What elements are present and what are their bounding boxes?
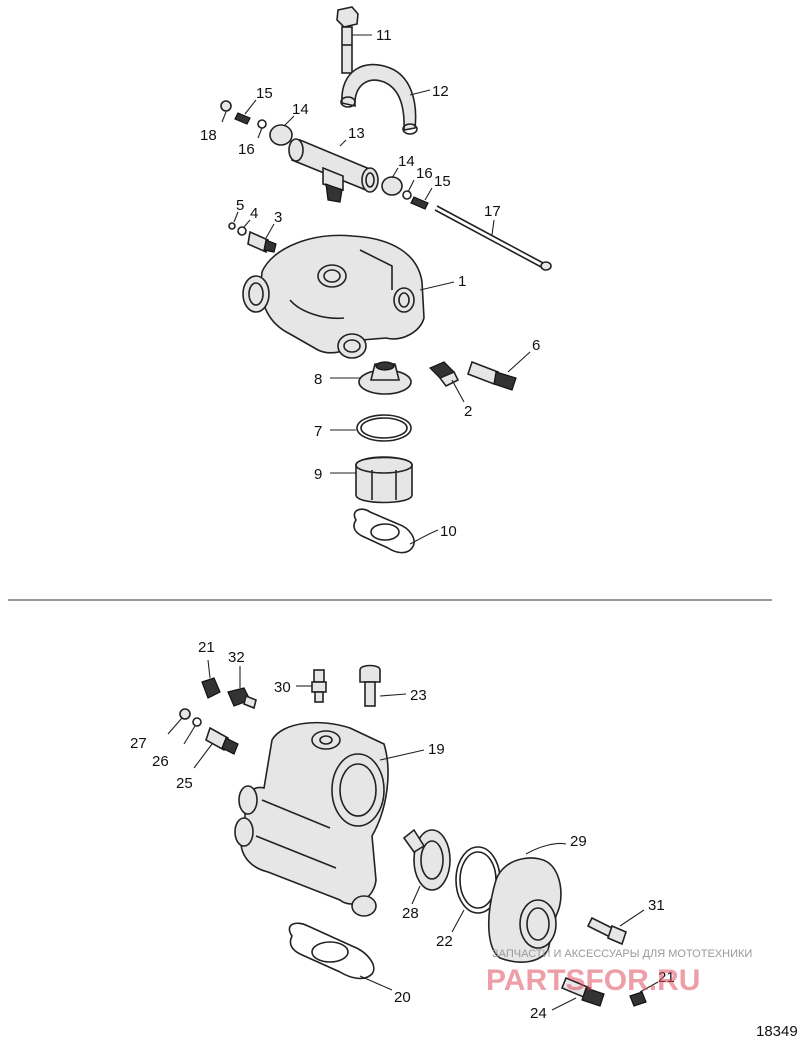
callout-30: 30 [274,679,291,696]
callout-9: 9 [314,466,322,483]
callout-17: 17 [484,203,501,220]
callout-6: 6 [532,337,540,354]
part-15-spring-left [234,112,251,125]
bottom-callouts: 21 32 30 23 27 26 25 19 29 28 22 31 20 2… [130,639,675,1022]
callout-24: 24 [530,1005,547,1022]
watermark: ЗАПЧАСТИ И АКСЕССУАРЫ ДЛЯ МОТОТЕХНИКИ PA… [486,948,752,997]
callout-21b: 21 [658,969,675,986]
callout-1: 1 [458,273,466,290]
callout-15b: 15 [434,173,451,190]
part-20-gasket [288,922,375,980]
part-12-clamp [340,63,418,135]
part-24-sensor [560,976,605,1007]
callout-26: 26 [152,753,169,770]
part-32-adapter [227,687,257,710]
part-4-washer [237,226,247,236]
callout-32: 32 [228,649,245,666]
callout-4: 4 [250,205,258,222]
callout-14b: 14 [398,153,415,170]
part-31-bolt [586,916,627,946]
part-21-plug-bottom [629,991,647,1007]
watermark-logo: PARTSFOR.RU [486,964,700,997]
callout-8: 8 [314,371,322,388]
part-10-gasket [353,508,415,554]
callout-27: 27 [130,735,147,752]
callout-7: 7 [314,423,322,440]
callout-12: 12 [432,83,449,100]
bottom-assembly: 21 32 30 23 27 26 25 19 29 28 22 31 20 2… [130,639,675,1022]
part-7-o-ring [356,414,412,442]
part-2-plug [428,361,460,388]
bottom-leader-lines [167,659,659,1011]
part-30-fitting [311,669,327,703]
callout-15: 15 [256,85,273,102]
callout-19: 19 [428,741,445,758]
part-15-spring-right [410,196,429,210]
top-assembly: 11 12 15 18 16 14 13 14 16 15 17 5 4 3 1… [200,6,552,554]
part-25-sensor [205,726,239,755]
part-29-cover [487,857,562,963]
part-21-plug [201,677,221,699]
part-19-thermostat-housing [234,721,389,917]
part-8-thermostat [358,361,412,395]
callout-13: 13 [348,125,365,142]
part-16-washer-right [402,190,412,200]
callout-16: 16 [238,141,255,158]
part-6-sensor [466,360,517,391]
part-28-thermostat [402,828,451,891]
callout-31: 31 [648,897,665,914]
callout-11: 11 [376,27,392,44]
part-16-washer-left [257,119,267,129]
part-18-nut [220,100,232,112]
callout-25: 25 [176,775,193,792]
watermark-line1: ЗАПЧАСТИ И АКСЕССУАРЫ ДЛЯ МОТОТЕХНИКИ [492,948,752,960]
callout-23: 23 [410,687,427,704]
callout-21: 21 [198,639,215,656]
callout-22: 22 [436,933,453,950]
part-14-cap-right [381,176,403,196]
part-9-sleeve [355,456,413,504]
callout-20: 20 [394,989,411,1006]
callout-10: 10 [440,523,457,540]
part-14-cap-left [269,124,293,146]
callout-28: 28 [402,905,419,922]
top-callouts: 11 12 15 18 16 14 13 14 16 15 17 5 4 3 1… [200,27,540,540]
callout-29: 29 [570,833,587,850]
callout-14: 14 [292,101,309,118]
part-23-bolt [359,664,381,707]
part-3-sensor [247,230,277,254]
callout-2: 2 [464,403,472,420]
part-1-thermostat-housing [242,234,425,359]
callout-18: 18 [200,127,217,144]
top-leader-lines [221,34,531,545]
part-5-nut [228,222,236,230]
part-27-nut [179,708,191,720]
part-11-bolt [336,6,359,74]
part-17-rod [434,205,552,271]
callout-5: 5 [236,197,244,214]
part-13-tee-fitting [288,138,379,203]
part-26-washer [192,717,202,727]
figure-id: 18349 [756,1023,798,1040]
callout-16b: 16 [416,165,433,182]
callout-3: 3 [274,209,282,226]
